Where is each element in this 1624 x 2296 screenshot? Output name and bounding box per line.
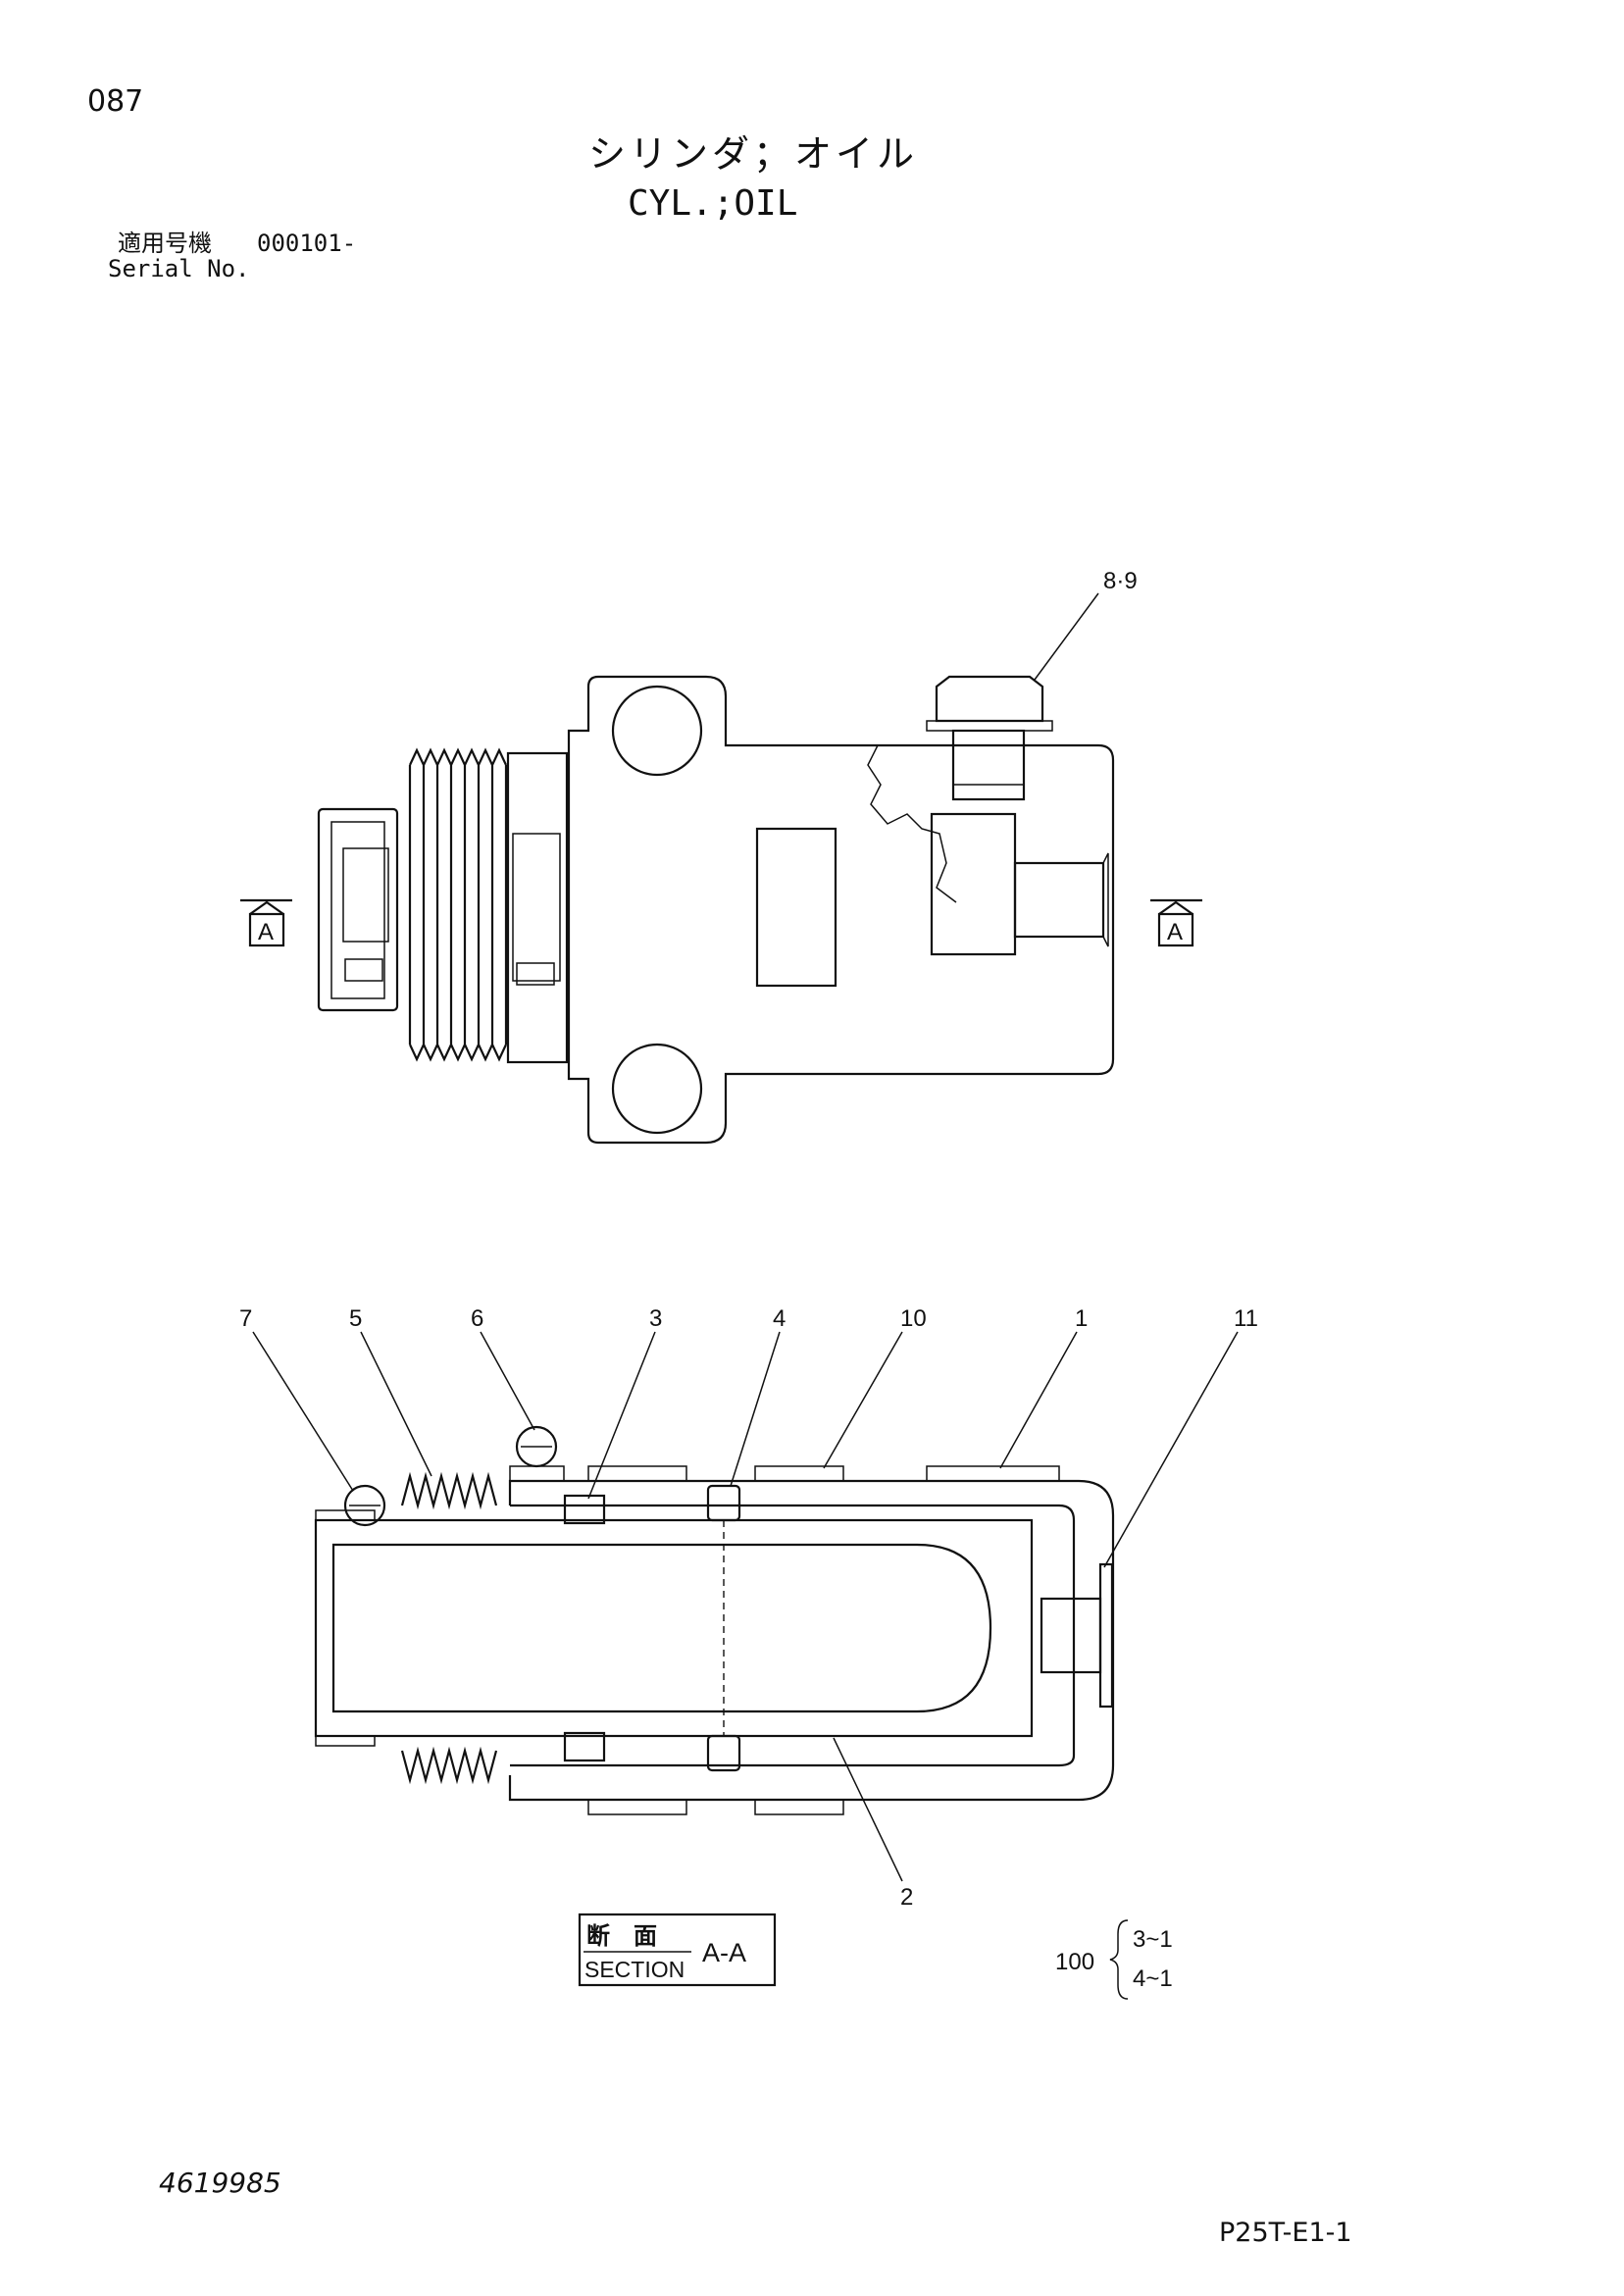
section-mark-left: A	[240, 898, 292, 947]
callout-2: 2	[900, 1884, 913, 1911]
leader-1	[999, 1331, 1078, 1469]
callout-1: 1	[1075, 1305, 1088, 1332]
plug	[1040, 1597, 1102, 1674]
plug-flange-section	[1098, 1562, 1114, 1709]
callout-4: 4	[773, 1305, 786, 1332]
lock-tab-right	[516, 962, 555, 986]
serial-range: 000101-	[257, 230, 357, 257]
breakout-line	[867, 744, 957, 903]
section-view: 7 5 6 3 4 10 1 11 2	[239, 1305, 1258, 1911]
leader-5	[360, 1331, 432, 1477]
kit-qty: 100	[1055, 1949, 1094, 1975]
body-relief-bottom	[587, 1800, 844, 1815]
pin-3-top	[563, 1494, 606, 1525]
leader-8-9	[1034, 592, 1099, 681]
section-label-id: A-A	[702, 1938, 746, 1967]
pin-3-bottom	[563, 1731, 606, 1762]
piston-bore	[331, 1543, 992, 1713]
lock-tab-left	[344, 958, 383, 982]
section-body	[508, 1479, 1115, 1802]
piston-shoulder-bottom	[315, 1735, 376, 1747]
sheet-code: P25T-E1-1	[1219, 2218, 1352, 2248]
leader-10	[823, 1331, 903, 1469]
leader-2	[833, 1737, 903, 1882]
plug-flange	[1102, 852, 1109, 947]
svg-text:A: A	[1167, 919, 1183, 945]
nameplate	[755, 827, 837, 988]
kit-brace	[1109, 1919, 1129, 2000]
oring-4-top	[706, 1484, 741, 1522]
leader-3	[587, 1331, 656, 1500]
section-label-en: SECTION	[584, 1957, 685, 1982]
plug-boss	[1013, 861, 1105, 939]
section-mark-right: A	[1150, 898, 1202, 947]
callout-6: 6	[471, 1305, 483, 1332]
section-label-jp: 断 面	[586, 1922, 657, 1950]
end-nut-inner	[330, 821, 385, 999]
leader-11	[1103, 1331, 1239, 1568]
leader-7	[252, 1331, 354, 1492]
svg-text:A: A	[258, 919, 274, 945]
bellows-section-top	[400, 1471, 498, 1510]
serial-label-japanese: 適用号機	[118, 230, 212, 257]
bellows-section-bottom	[400, 1746, 498, 1785]
end-nut	[317, 807, 399, 1012]
inner-bore	[510, 1504, 1076, 1767]
bleeder-washer	[926, 720, 1053, 732]
callout-5: 5	[349, 1305, 362, 1332]
leader-4	[730, 1331, 781, 1487]
callout-10: 10	[900, 1305, 927, 1332]
kit-note: 100 3~1 4~1	[1055, 1919, 1173, 2000]
title-japanese: シリンダ；オイル	[588, 132, 919, 176]
serial-label-english: Serial No.	[108, 255, 250, 282]
callout-11: 11	[1234, 1305, 1258, 1332]
callout-7: 7	[239, 1305, 252, 1332]
bleeder-thread	[953, 744, 1024, 786]
kit-line2: 4~1	[1133, 1965, 1173, 1992]
kit-line1: 3~1	[1133, 1926, 1173, 1953]
clamp-7	[343, 1484, 386, 1527]
bellows	[408, 747, 508, 1062]
callout-8-9: 8·9	[1103, 568, 1138, 594]
piston	[314, 1518, 1034, 1738]
part-number: 4619985	[159, 2167, 281, 2199]
body-relief-top	[587, 1465, 1060, 1481]
page-number: 087	[87, 84, 144, 119]
bleeder-hex	[935, 675, 1044, 723]
collar-clamp	[512, 833, 561, 982]
top-view: 8·9 A A	[240, 568, 1202, 1145]
bleeder-stem	[951, 729, 1026, 801]
mount-eye-top	[611, 685, 703, 777]
title-english: CYL.;OIL	[628, 183, 798, 224]
mount-eye-bottom	[611, 1043, 703, 1135]
clamp-6-band	[509, 1465, 565, 1482]
leader-6	[480, 1331, 535, 1431]
breakout-cavity	[930, 812, 1017, 956]
section-label-box: 断 面 SECTION A-A	[578, 1913, 777, 1987]
callout-3: 3	[649, 1305, 662, 1332]
end-nut-window	[342, 847, 389, 943]
cylinder-body	[567, 675, 1115, 1145]
collar	[506, 751, 569, 1064]
